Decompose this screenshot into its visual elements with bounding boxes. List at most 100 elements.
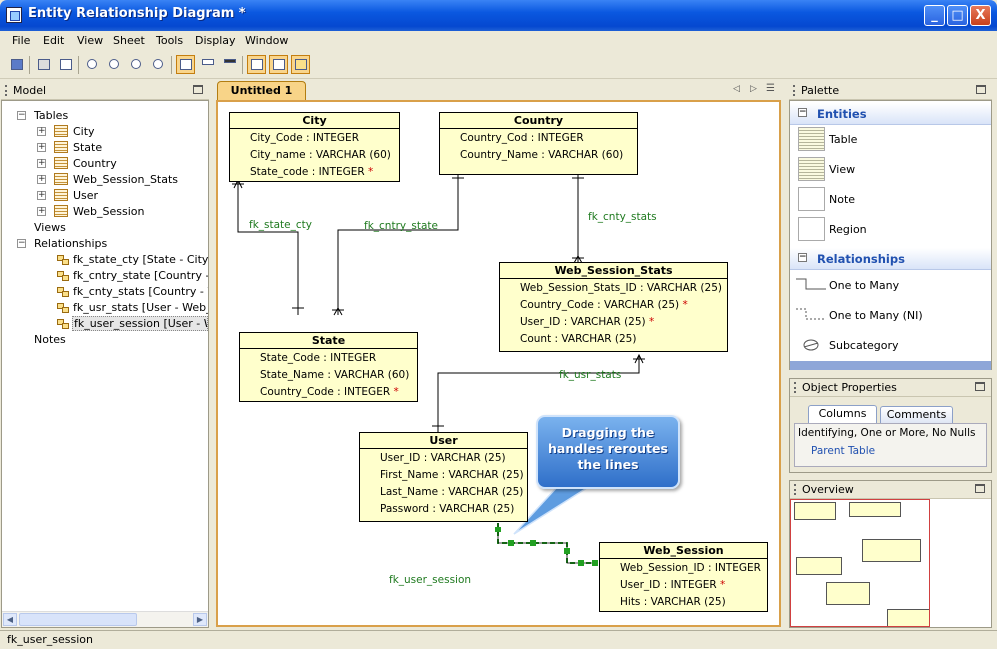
table-view-icon[interactable]	[247, 55, 266, 74]
entity-column: Last_Name : VARCHAR (25)	[380, 486, 524, 498]
rel-line-cntry-state	[337, 175, 459, 315]
tab-comments[interactable]: Comments	[880, 406, 953, 423]
zoom-icon[interactable]	[83, 55, 102, 74]
expand-icon[interactable]: +	[37, 158, 46, 168]
zoom-in-icon[interactable]	[105, 55, 124, 74]
entity-column: Hits : VARCHAR (25)	[620, 596, 726, 608]
tree-tables[interactable]: Tables	[34, 109, 69, 122]
palette-item-table[interactable]: Table	[829, 133, 858, 146]
save-icon[interactable]	[7, 55, 26, 74]
entity-user[interactable]: User User_ID : VARCHAR (25) First_Name :…	[359, 432, 528, 522]
palette-item-view[interactable]: View	[829, 163, 856, 176]
tree-rel-cntry-state[interactable]: fk_cntry_state [Country - State]	[73, 269, 208, 282]
table-icon	[54, 173, 68, 185]
tree-table-state[interactable]: State	[73, 141, 103, 154]
parent-table-link[interactable]: Parent Table	[811, 445, 876, 457]
rel-label-state-cty[interactable]: fk_state_cty	[249, 219, 312, 231]
menu-file[interactable]: File	[12, 34, 31, 47]
maximize-button[interactable]: □	[947, 5, 968, 26]
palette-relationships-title: Relationships	[817, 252, 905, 266]
tab-list-icon[interactable]: ☰	[766, 83, 775, 94]
collapse-icon[interactable]: −	[17, 238, 26, 248]
rel-line-usr-stats	[437, 355, 640, 433]
tree-rel-user-session[interactable]: fk_user_session [User - Web_Session]	[72, 316, 208, 331]
maximize-icon[interactable]	[975, 382, 985, 391]
rel-label-usr-stats[interactable]: fk_usr_stats	[559, 369, 622, 381]
collapse-icon[interactable]: −	[798, 252, 807, 262]
relation-view-icon[interactable]	[291, 55, 310, 74]
collapse-icon[interactable]: −	[17, 110, 26, 120]
tree-table-web-session-stats[interactable]: Web_Session_Stats	[73, 173, 179, 186]
rel-label-cntry-state[interactable]: fk_cntry_state	[364, 220, 438, 232]
expand-icon[interactable]: +	[37, 174, 46, 184]
table-icon	[54, 205, 68, 217]
palette-item-region[interactable]: Region	[829, 223, 867, 236]
tree-rel-cnty-stats[interactable]: fk_cnty_stats [Country - Web_Session_Sta…	[73, 285, 208, 298]
expand-icon[interactable]: +	[37, 190, 46, 200]
palette-item-subcategory[interactable]: Subcategory	[829, 339, 899, 352]
menu-window[interactable]: Window	[245, 34, 289, 47]
tab-left-icon[interactable]: ◁	[733, 84, 740, 94]
tree-rel-state-cty[interactable]: fk_state_cty [State - City]	[73, 253, 208, 266]
overview-panel: Overview	[789, 480, 992, 628]
tree-notes[interactable]: Notes	[34, 333, 66, 346]
relationship-icon	[56, 302, 69, 313]
detail-view-icon[interactable]	[269, 55, 288, 74]
tree-table-country[interactable]: Country	[73, 157, 117, 170]
overview-map[interactable]	[790, 499, 930, 627]
note-icon	[798, 187, 825, 211]
tab-right-icon[interactable]: ▷	[750, 84, 757, 94]
expand-icon[interactable]: +	[37, 206, 46, 216]
menu-display[interactable]: Display	[195, 34, 236, 47]
page-setup-icon[interactable]	[56, 55, 75, 74]
palette-item-note[interactable]: Note	[829, 193, 856, 206]
rel-label-cnty-stats[interactable]: fk_cnty_stats	[588, 211, 657, 223]
expand-icon[interactable]: +	[37, 142, 46, 152]
tab-columns[interactable]: Columns	[808, 405, 877, 423]
palette-item-one-to-many-ni[interactable]: One to Many (NI)	[829, 309, 923, 322]
show-name-icon[interactable]	[220, 55, 239, 74]
one-to-many-ni-icon	[796, 308, 826, 320]
collapse-icon[interactable]: −	[798, 107, 807, 117]
show-keys-icon[interactable]	[198, 55, 217, 74]
minimize-button[interactable]: _	[924, 5, 945, 26]
entity-column: Country_Name : VARCHAR (60)	[460, 149, 624, 161]
entity-country[interactable]: Country Country_Cod : INTEGER Country_Na…	[439, 112, 638, 175]
entity-web-session[interactable]: Web_Session Web_Session_ID : INTEGER Use…	[599, 542, 768, 612]
horizontal-scrollbar[interactable]: ◀ ▶	[2, 611, 208, 627]
menu-view[interactable]: View	[77, 34, 104, 47]
close-button[interactable]: X	[970, 5, 991, 26]
menu-edit[interactable]: Edit	[43, 34, 65, 47]
palette-relationships-header[interactable]: − Relationships	[790, 248, 991, 270]
entity-city[interactable]: City City_Code : INTEGER City_name : VAR…	[229, 112, 400, 182]
maximize-icon[interactable]	[975, 484, 985, 493]
diagram-canvas[interactable]: City City_Code : INTEGER City_name : VAR…	[216, 100, 781, 627]
maximize-icon[interactable]	[193, 85, 203, 94]
palette-item-one-to-many[interactable]: One to Many	[829, 279, 900, 292]
entity-state[interactable]: State State_Code : INTEGER State_Name : …	[239, 332, 418, 402]
callout-bubble: Dragging the handles reroutes the lines	[536, 415, 680, 489]
rel-label-user-session[interactable]: fk_user_session	[389, 574, 472, 586]
expand-icon[interactable]: +	[37, 126, 46, 136]
entity-web-session-stats[interactable]: Web_Session_Stats Web_Session_Stats_ID :…	[499, 262, 728, 352]
palette-entities-title: Entities	[817, 107, 867, 121]
zoom-out-icon[interactable]	[127, 55, 146, 74]
tree-table-user[interactable]: User	[73, 189, 99, 202]
menu-tools[interactable]: Tools	[156, 34, 184, 47]
show-columns-icon[interactable]	[176, 55, 195, 74]
tree-views[interactable]: Views	[34, 221, 66, 234]
menu-bar: File Edit View Sheet Tools Display Windo…	[0, 31, 997, 51]
tree-relationships[interactable]: Relationships	[34, 237, 108, 250]
zoom-fit-icon[interactable]	[149, 55, 168, 74]
properties-text: Identifying, One or More, No Nulls	[798, 427, 976, 439]
menu-sheet[interactable]: Sheet	[113, 34, 145, 47]
print-icon[interactable]	[34, 55, 53, 74]
palette-entities-header[interactable]: − Entities	[790, 103, 991, 125]
maximize-icon[interactable]	[976, 85, 986, 94]
tree-rel-usr-stats[interactable]: fk_usr_stats [User - Web_Session_Stats]	[73, 301, 208, 314]
rel-line-state-cty	[237, 180, 299, 315]
entity-column: Password : VARCHAR (25)	[380, 503, 515, 515]
tree-table-city[interactable]: City	[73, 125, 95, 138]
tree-table-web-session[interactable]: Web_Session	[73, 205, 145, 218]
tab-untitled-1[interactable]: Untitled 1	[217, 81, 306, 100]
